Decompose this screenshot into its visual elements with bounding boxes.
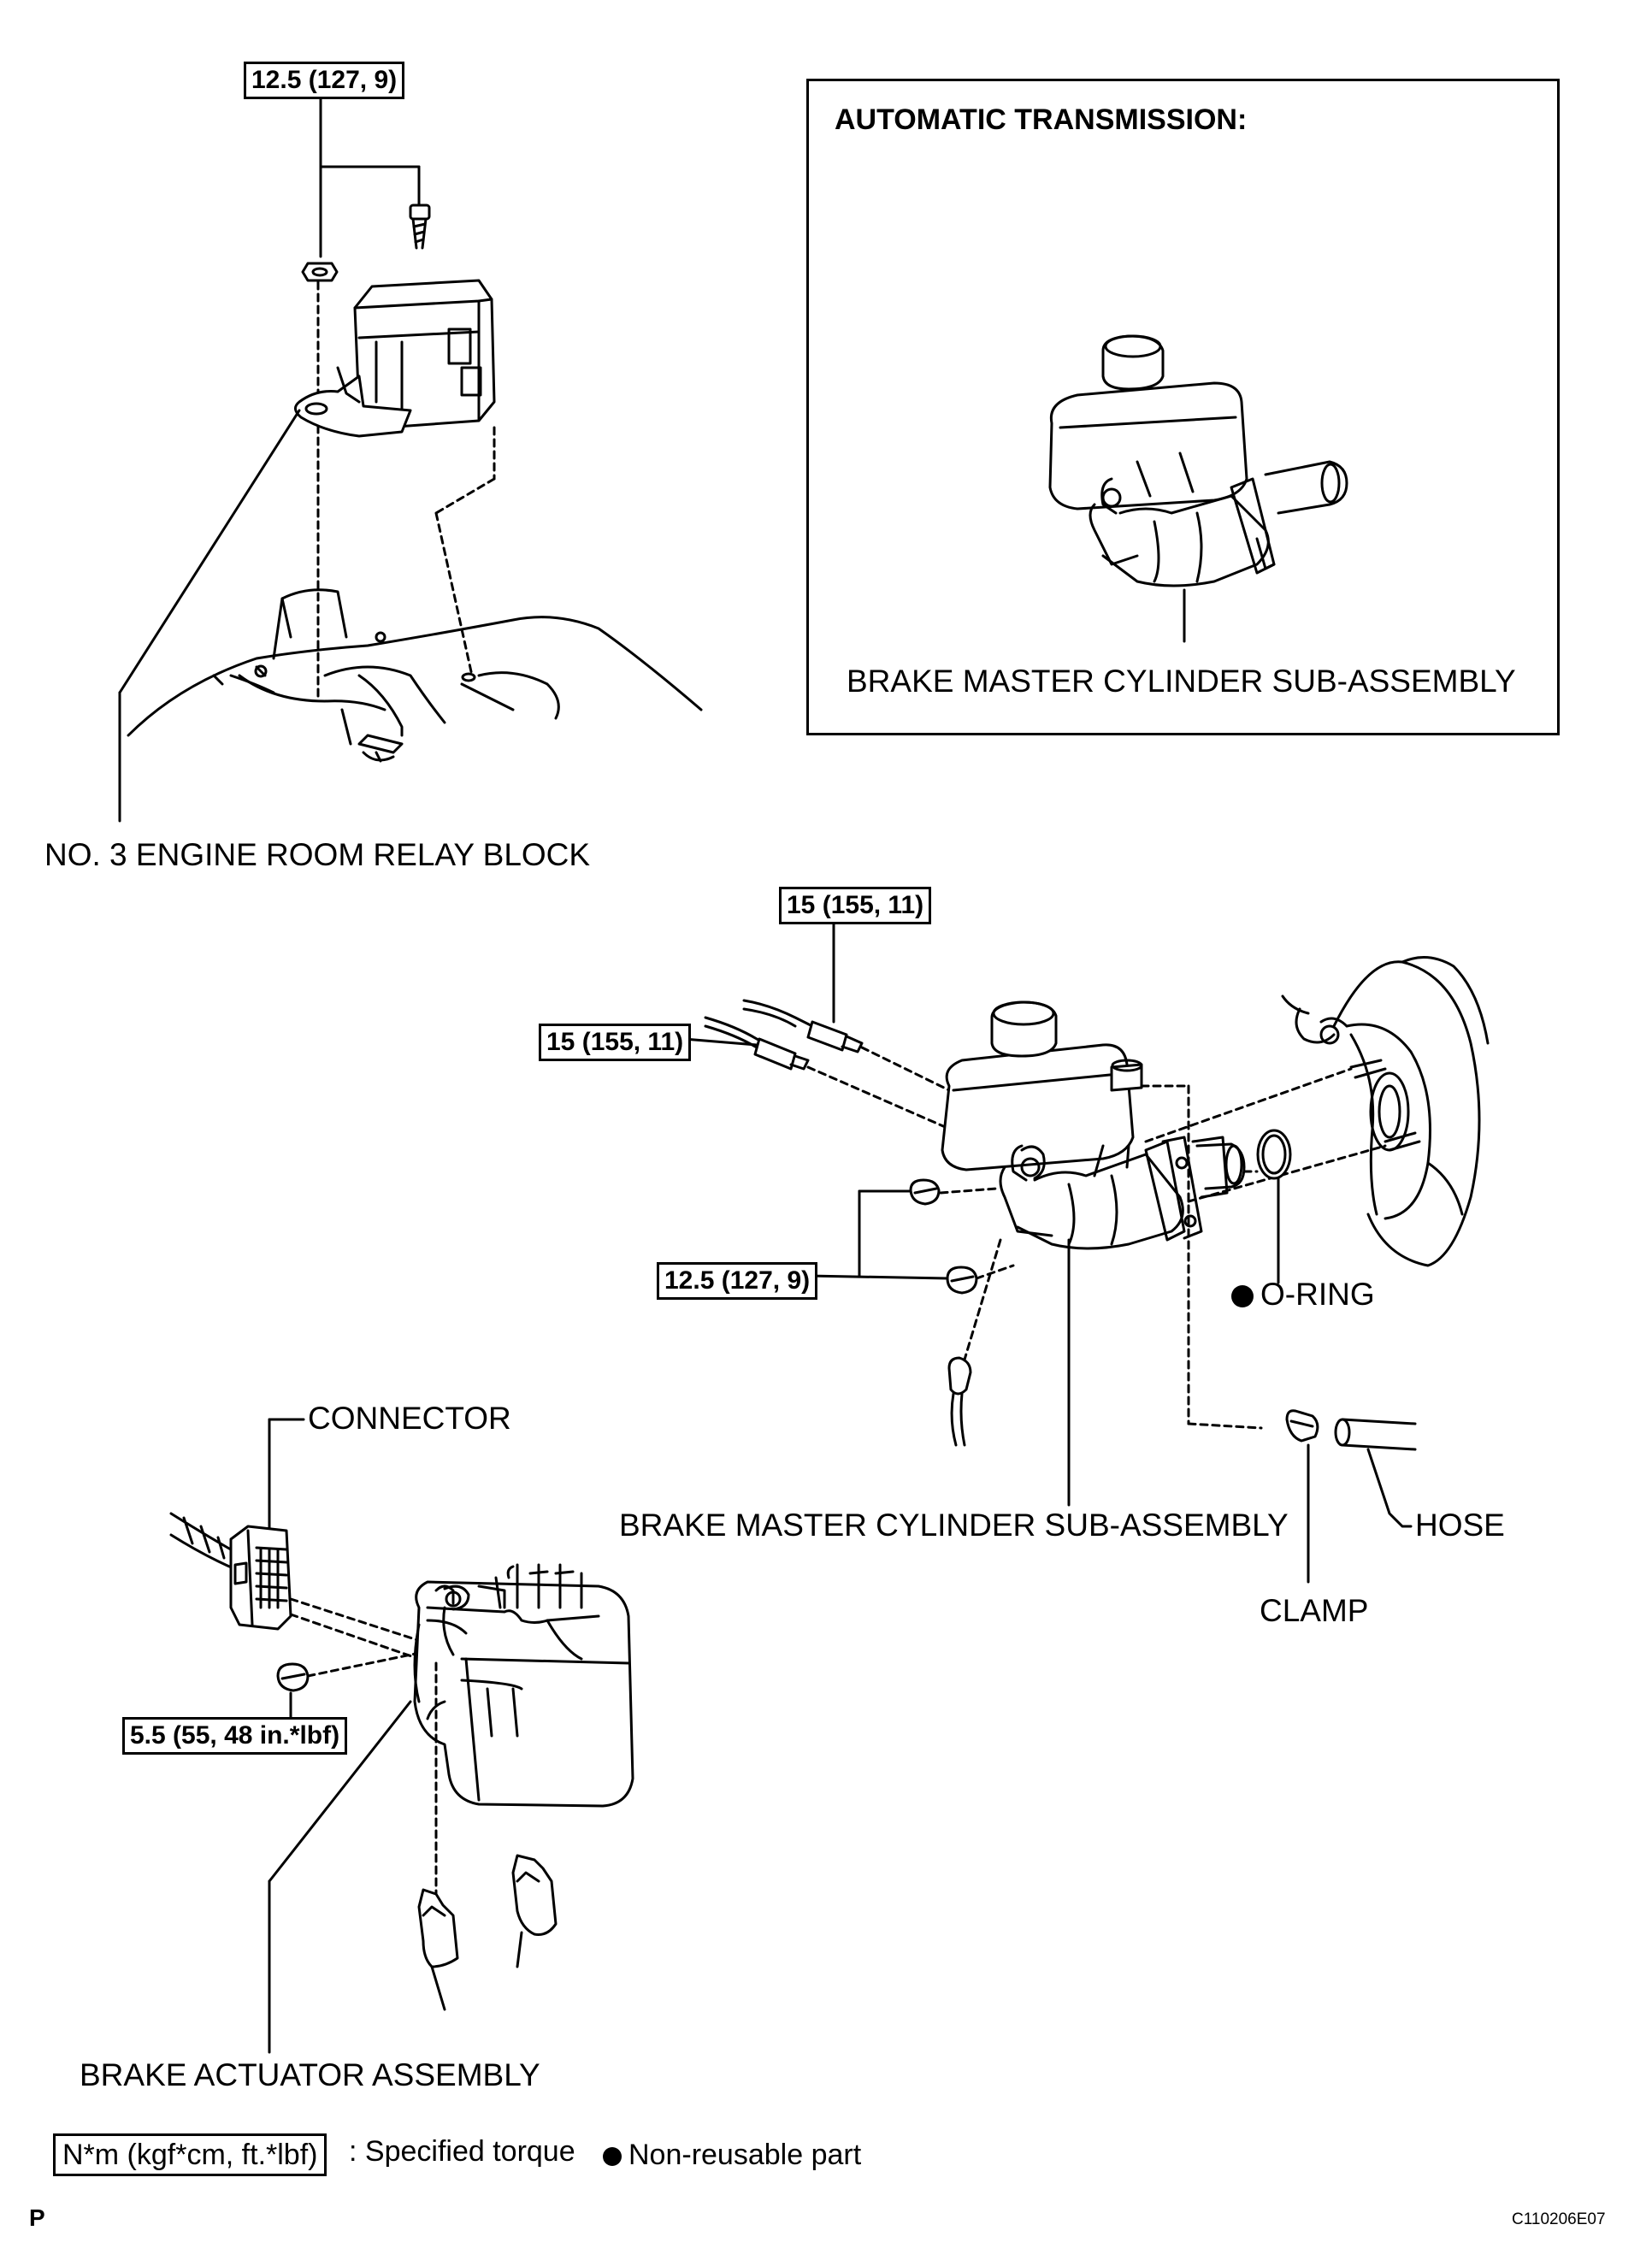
inset-box (806, 79, 1560, 735)
figure-code: C110206E07 (1512, 2210, 1606, 2228)
o-ring-text: O-RING (1260, 1277, 1375, 1312)
relay-block-label: NO. 3 ENGINE ROOM RELAY BLOCK (44, 837, 591, 872)
o-ring-label: O-RING (1231, 1276, 1375, 1313)
nut-icon (909, 1178, 941, 1206)
torque-actuator-nut: 5.5 (55, 48 in.*lbf) (122, 1717, 348, 1755)
nut-icon (301, 262, 339, 282)
legend-torque-unit: N*m (kgf*cm, ft.*lbf) (53, 2133, 327, 2176)
legend-torque-text: : Specified torque (349, 2135, 575, 2168)
torque-master-cylinder-nuts: 12.5 (127, 9) (657, 1262, 818, 1300)
clamp-label: CLAMP (1260, 1593, 1369, 1628)
bolt-icon (409, 204, 431, 250)
torque-brake-line-lower: 15 (155, 11) (539, 1024, 692, 1061)
nut-icon (946, 1266, 978, 1295)
hose-icon (1334, 1418, 1417, 1451)
actuator-label: BRAKE ACTUATOR ASSEMBLY (80, 2057, 540, 2092)
hose-label: HOSE (1415, 1508, 1505, 1543)
inset-part-label: BRAKE MASTER CYLINDER SUB-ASSEMBLY (847, 664, 1516, 699)
non-reusable-dot-icon (603, 2147, 622, 2167)
clamp-icon (1285, 1409, 1319, 1443)
master-cylinder-label: BRAKE MASTER CYLINDER SUB-ASSEMBLY (619, 1508, 1289, 1543)
page-letter: P (29, 2204, 45, 2231)
inset-master-cylinder-illustration (1048, 334, 1348, 643)
master-cylinder-illustration (682, 922, 1490, 1584)
connector-label: CONNECTOR (308, 1401, 511, 1436)
legend-non-reusable-text: Non-reusable part (628, 2139, 862, 2171)
non-reusable-dot-icon (1231, 1285, 1254, 1308)
relay-block-illustration (118, 91, 703, 823)
legend-non-reusable: Non-reusable part (603, 2136, 861, 2174)
torque-brake-line-upper: 15 (155, 11) (779, 887, 932, 924)
nut-icon (276, 1662, 310, 1692)
brake-actuator-illustration (169, 1418, 634, 2054)
torque-relay-block: 12.5 (127, 9) (244, 62, 405, 99)
inset-title: AUTOMATIC TRANSMISSION: (835, 103, 1248, 136)
